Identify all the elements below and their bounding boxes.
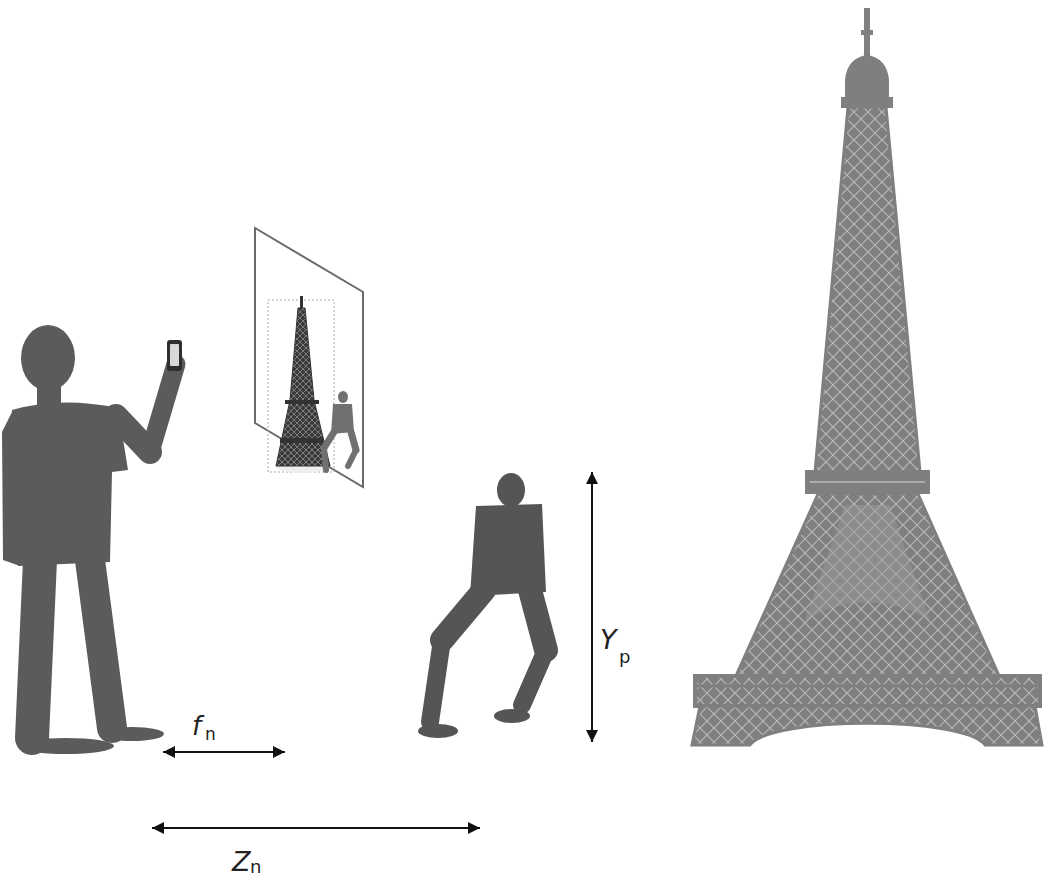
eiffel-tower-part: [697, 685, 1038, 688]
image-plane-part: [276, 308, 330, 466]
dancer-silhouette-part: [442, 590, 484, 640]
image-plane-part: [280, 438, 324, 443]
eiffel-tower-part: [735, 494, 1000, 678]
image-plane-part: [268, 300, 334, 472]
image-dancer-part: [324, 448, 326, 470]
dancer-silhouette-part: [497, 473, 525, 507]
height-arrow: [591, 472, 593, 742]
dancer-silhouette-part: [522, 650, 546, 705]
image-dancer: [324, 391, 356, 470]
image-dancer-part: [338, 391, 348, 403]
photographer-silhouette-part: [90, 560, 112, 728]
distance-arrow: [152, 827, 480, 829]
eiffel-tower-part: [810, 481, 925, 483]
photographer-silhouette-part: [150, 364, 176, 452]
dimension-symbol: Z: [232, 848, 251, 875]
dimension-symbol: f: [192, 713, 201, 739]
image-plane-part: [255, 228, 363, 487]
dancer-silhouette-part: [430, 640, 442, 722]
dancer-silhouette-part: [494, 709, 530, 723]
eiffel-tower: [692, 8, 1042, 745]
eiffel-tower-part: [815, 107, 920, 472]
phone: [167, 340, 182, 371]
image-dancer-part: [348, 450, 356, 466]
eiffel-tower-part: [692, 706, 1042, 745]
image-plane-part: [300, 296, 303, 308]
photographer-silhouette-part: [2, 412, 20, 566]
phone-part: [167, 340, 182, 371]
dimension-subscript: n: [205, 726, 216, 743]
eiffel-tower-part: [805, 505, 930, 620]
dancer-silhouette: [418, 473, 546, 738]
image-plane-part: [285, 400, 319, 404]
eiffel-tower-part: [805, 470, 930, 494]
image-plane: [255, 228, 363, 487]
dimension-subscript: n: [250, 858, 261, 876]
dimension-symbol: Y: [600, 626, 617, 653]
dimension-arrows: [152, 472, 592, 828]
photographer-silhouette-part: [32, 560, 40, 738]
focal-length-arrow: [163, 751, 285, 753]
dancer-silhouette-part: [418, 724, 458, 738]
photographer-silhouette-part: [100, 727, 164, 741]
eiffel-tower-part: [845, 55, 889, 100]
phone-part: [170, 344, 179, 366]
eiffel-tower-part: [695, 676, 1040, 706]
photographer-silhouette: [2, 325, 176, 754]
photographer-silhouette-part: [21, 325, 75, 391]
eiffel-tower-part: [861, 30, 873, 35]
dancer-silhouette-part: [530, 590, 546, 650]
dimension-subscript: p: [619, 648, 630, 666]
photographer-silhouette-part: [18, 738, 114, 754]
